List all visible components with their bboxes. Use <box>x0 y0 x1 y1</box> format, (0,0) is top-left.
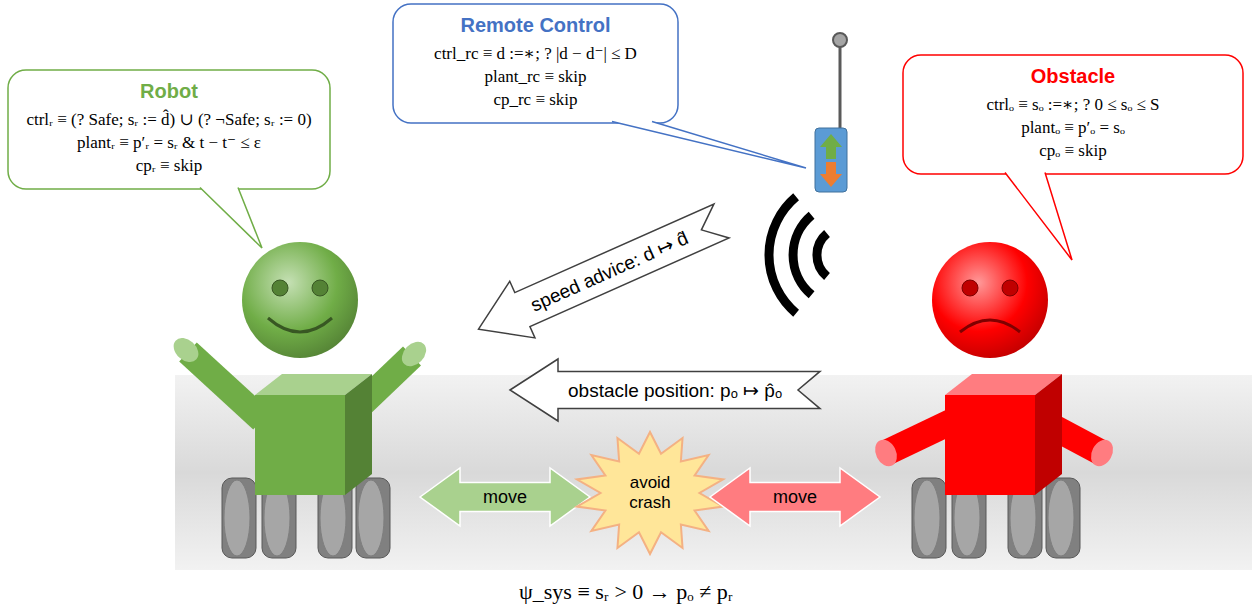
arrow-label: speed advice: d ↦ d̂ <box>527 226 692 316</box>
speed-advice-arrow: speed advice: d ↦ d̂ <box>466 193 734 358</box>
formula-text: plantᵣ ≡ p′ᵣ = sᵣ & t − t⁻ ≤ ε <box>24 131 314 154</box>
arrow-label: obstacle position: pₒ ↦ p̂ₒ <box>568 379 782 402</box>
callout-title: Robot <box>24 80 314 103</box>
remote-control-device <box>815 33 847 192</box>
move-arrow: move <box>420 468 590 526</box>
node-texts: Remote Control ctrl_rc ≡ d :=∗; ? |d − d⁻… <box>409 14 662 111</box>
formula-text: ctrlᵣ ≡ (? Safe; sᵣ := d̂) ∪ (? ¬Safe; s… <box>24 108 314 131</box>
formula-text: cpᵣ ≡ skip <box>24 154 314 177</box>
node-texts: move <box>483 487 527 508</box>
node-texts: speed advice: d ↦ d̂ <box>527 226 692 316</box>
arrow-label: avoid crash <box>618 473 682 513</box>
formula-text: cp_rc ≡ skip <box>409 88 662 111</box>
remote-control-callout: Remote Control ctrl_rc ≡ d :=∗; ? |d − d⁻… <box>393 4 678 123</box>
obstacle-callout: Obstacle ctrlₒ ≡ sₒ :=∗; ? 0 ≤ sₒ ≤ Splan… <box>903 55 1243 174</box>
safety-property: ψ_sys ≡ sᵣ > 0 → pₒ ≠ pᵣ <box>519 579 733 605</box>
node-texts: move <box>773 487 817 508</box>
formula-text: cpₒ ≡ skip <box>919 139 1227 162</box>
move-arrow: move <box>710 468 880 526</box>
arrow-label: move <box>483 487 527 508</box>
radio-waves <box>769 197 827 313</box>
formula-text: plantₒ ≡ p′ₒ = sₒ <box>919 116 1227 139</box>
starburst <box>577 432 723 554</box>
hollow-arrow <box>466 193 734 358</box>
callout-bubble <box>393 4 678 123</box>
node-texts: Obstacle ctrlₒ ≡ sₒ :=∗; ? 0 ≤ sₒ ≤ Splan… <box>919 65 1227 162</box>
robot-callout: Robot ctrlᵣ ≡ (? Safe; sᵣ := d̂) ∪ (? ¬Sa… <box>8 70 330 189</box>
arrow-label: move <box>773 487 817 508</box>
node-texts: Robot ctrlᵣ ≡ (? Safe; sᵣ := d̂) ∪ (? ¬Sa… <box>24 80 314 177</box>
crash-starburst: avoid crash <box>575 432 725 554</box>
hollow-arrow <box>510 359 820 421</box>
node-texts: obstacle position: pₒ ↦ p̂ₒ <box>568 379 782 402</box>
double-arrow <box>710 468 880 526</box>
obstacle-position-arrow: obstacle position: pₒ ↦ p̂ₒ <box>510 359 820 421</box>
formula-text: ctrl_rc ≡ d :=∗; ? |d − d⁻| ≤ D <box>409 42 662 65</box>
obstacle-figure <box>871 242 1118 558</box>
callout-title: Remote Control <box>409 14 662 37</box>
callout-bubble <box>903 55 1243 174</box>
callout-title: Obstacle <box>919 65 1227 88</box>
robot-figure <box>169 242 431 558</box>
callout-bubble <box>8 70 330 189</box>
callout-tail <box>200 188 262 249</box>
callout-tail <box>612 122 806 169</box>
formula-text: plant_rc ≡ skip <box>409 65 662 88</box>
double-arrow <box>420 468 590 526</box>
formula-text: ctrlₒ ≡ sₒ :=∗; ? 0 ≤ sₒ ≤ S <box>919 93 1227 116</box>
node-texts: avoid crash <box>618 473 682 513</box>
callout-tail <box>1005 173 1072 261</box>
